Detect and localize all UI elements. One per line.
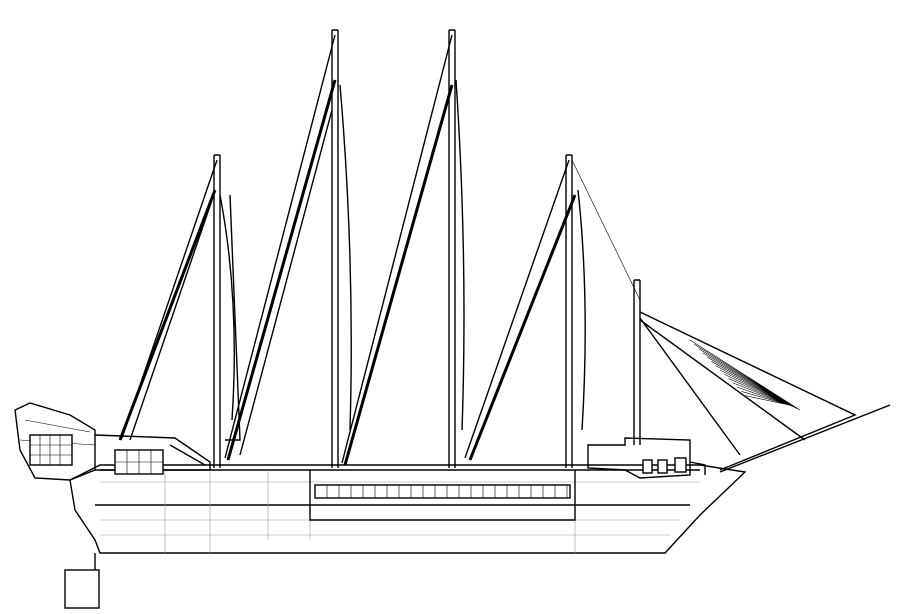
rudder bbox=[64, 553, 100, 609]
stern-castle bbox=[14, 402, 211, 481]
jib-sails bbox=[639, 311, 891, 473]
sails bbox=[118, 34, 641, 466]
forecastle bbox=[587, 437, 706, 479]
masts bbox=[213, 29, 641, 468]
gunport-row bbox=[314, 484, 571, 499]
